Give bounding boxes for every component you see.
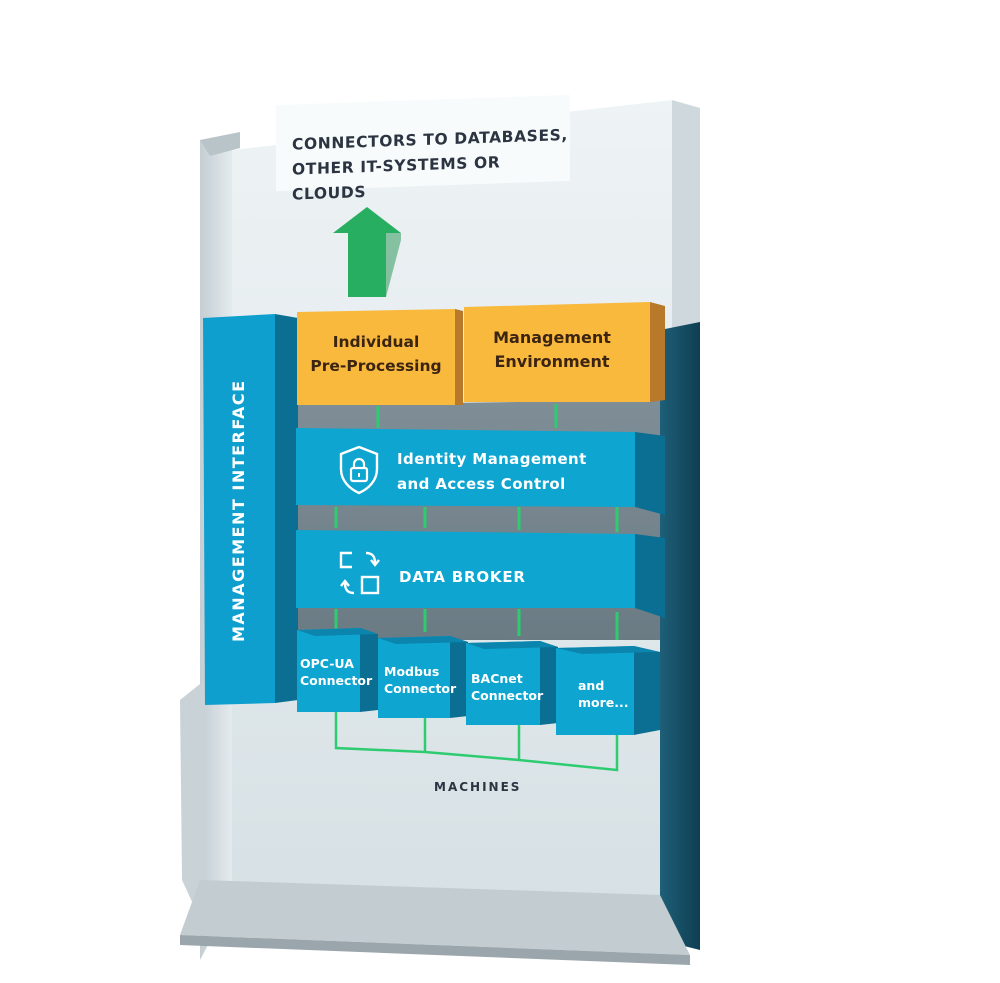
connector-line: and [578,678,605,693]
identity-layer-shape [296,428,665,515]
right-side-dark [660,322,700,950]
connector-line: Connector [300,673,373,688]
module-management-environment: Management Environment [464,326,640,374]
connector-line: OPC-UA [300,656,354,671]
link-stubs-low [334,609,619,640]
layer-line: Identity Management [397,450,587,468]
management-interface-label: MANAGEMENT INTERFACE [229,379,248,642]
shield-lock-icon [339,445,379,495]
connector-cubes [297,628,660,735]
top-label-text: CONNECTORS TO DATABASES, OTHER IT-SYSTEM… [292,123,570,208]
management-interface-pillar [203,314,298,705]
layer-line: and Access Control [397,475,566,493]
top-label-line-2: OTHER IT-SYSTEMS OR CLOUDS [292,153,501,204]
connector-bacnet: BACnet Connector [471,670,543,704]
cabinet-floor [180,880,690,955]
data-broker-label: DATA BROKER [399,568,526,586]
link-stubs-top [376,404,558,428]
module-line: Management [493,328,611,347]
connector-line: Connector [384,681,457,696]
arrow-up-icon [333,207,401,297]
module-line: Environment [494,352,610,371]
cabinet-floor-front [180,935,690,965]
connector-line: more... [578,695,629,710]
left-lower-fold [180,680,205,930]
module-line: Individual [332,333,420,351]
right-side-top [672,100,700,340]
machines-label: MACHINES [434,780,522,794]
machine-bus-lines [334,712,619,772]
top-label-card: CONNECTORS TO DATABASES, OTHER IT-SYSTEM… [276,94,570,204]
identity-layer-label: Identity Management and Access Control [397,447,587,497]
module-line: Pre-Processing [310,357,442,375]
yellow-module-shapes [297,302,665,405]
connector-modbus: Modbus Connector [384,663,456,697]
data-broker-layer-shape [296,530,665,618]
connector-and-more: and more... [578,677,629,711]
connector-line: Modbus [384,664,440,679]
sync-arrows-icon [339,551,380,595]
connector-line: Connector [471,688,544,703]
link-stubs-mid [334,507,619,532]
module-individual-preprocessing: Individual Pre-Processing [297,330,455,378]
connector-opc-ua: OPC-UA Connector [300,655,372,689]
left-wall-edge [200,132,240,156]
connector-line: BACnet [471,671,523,686]
